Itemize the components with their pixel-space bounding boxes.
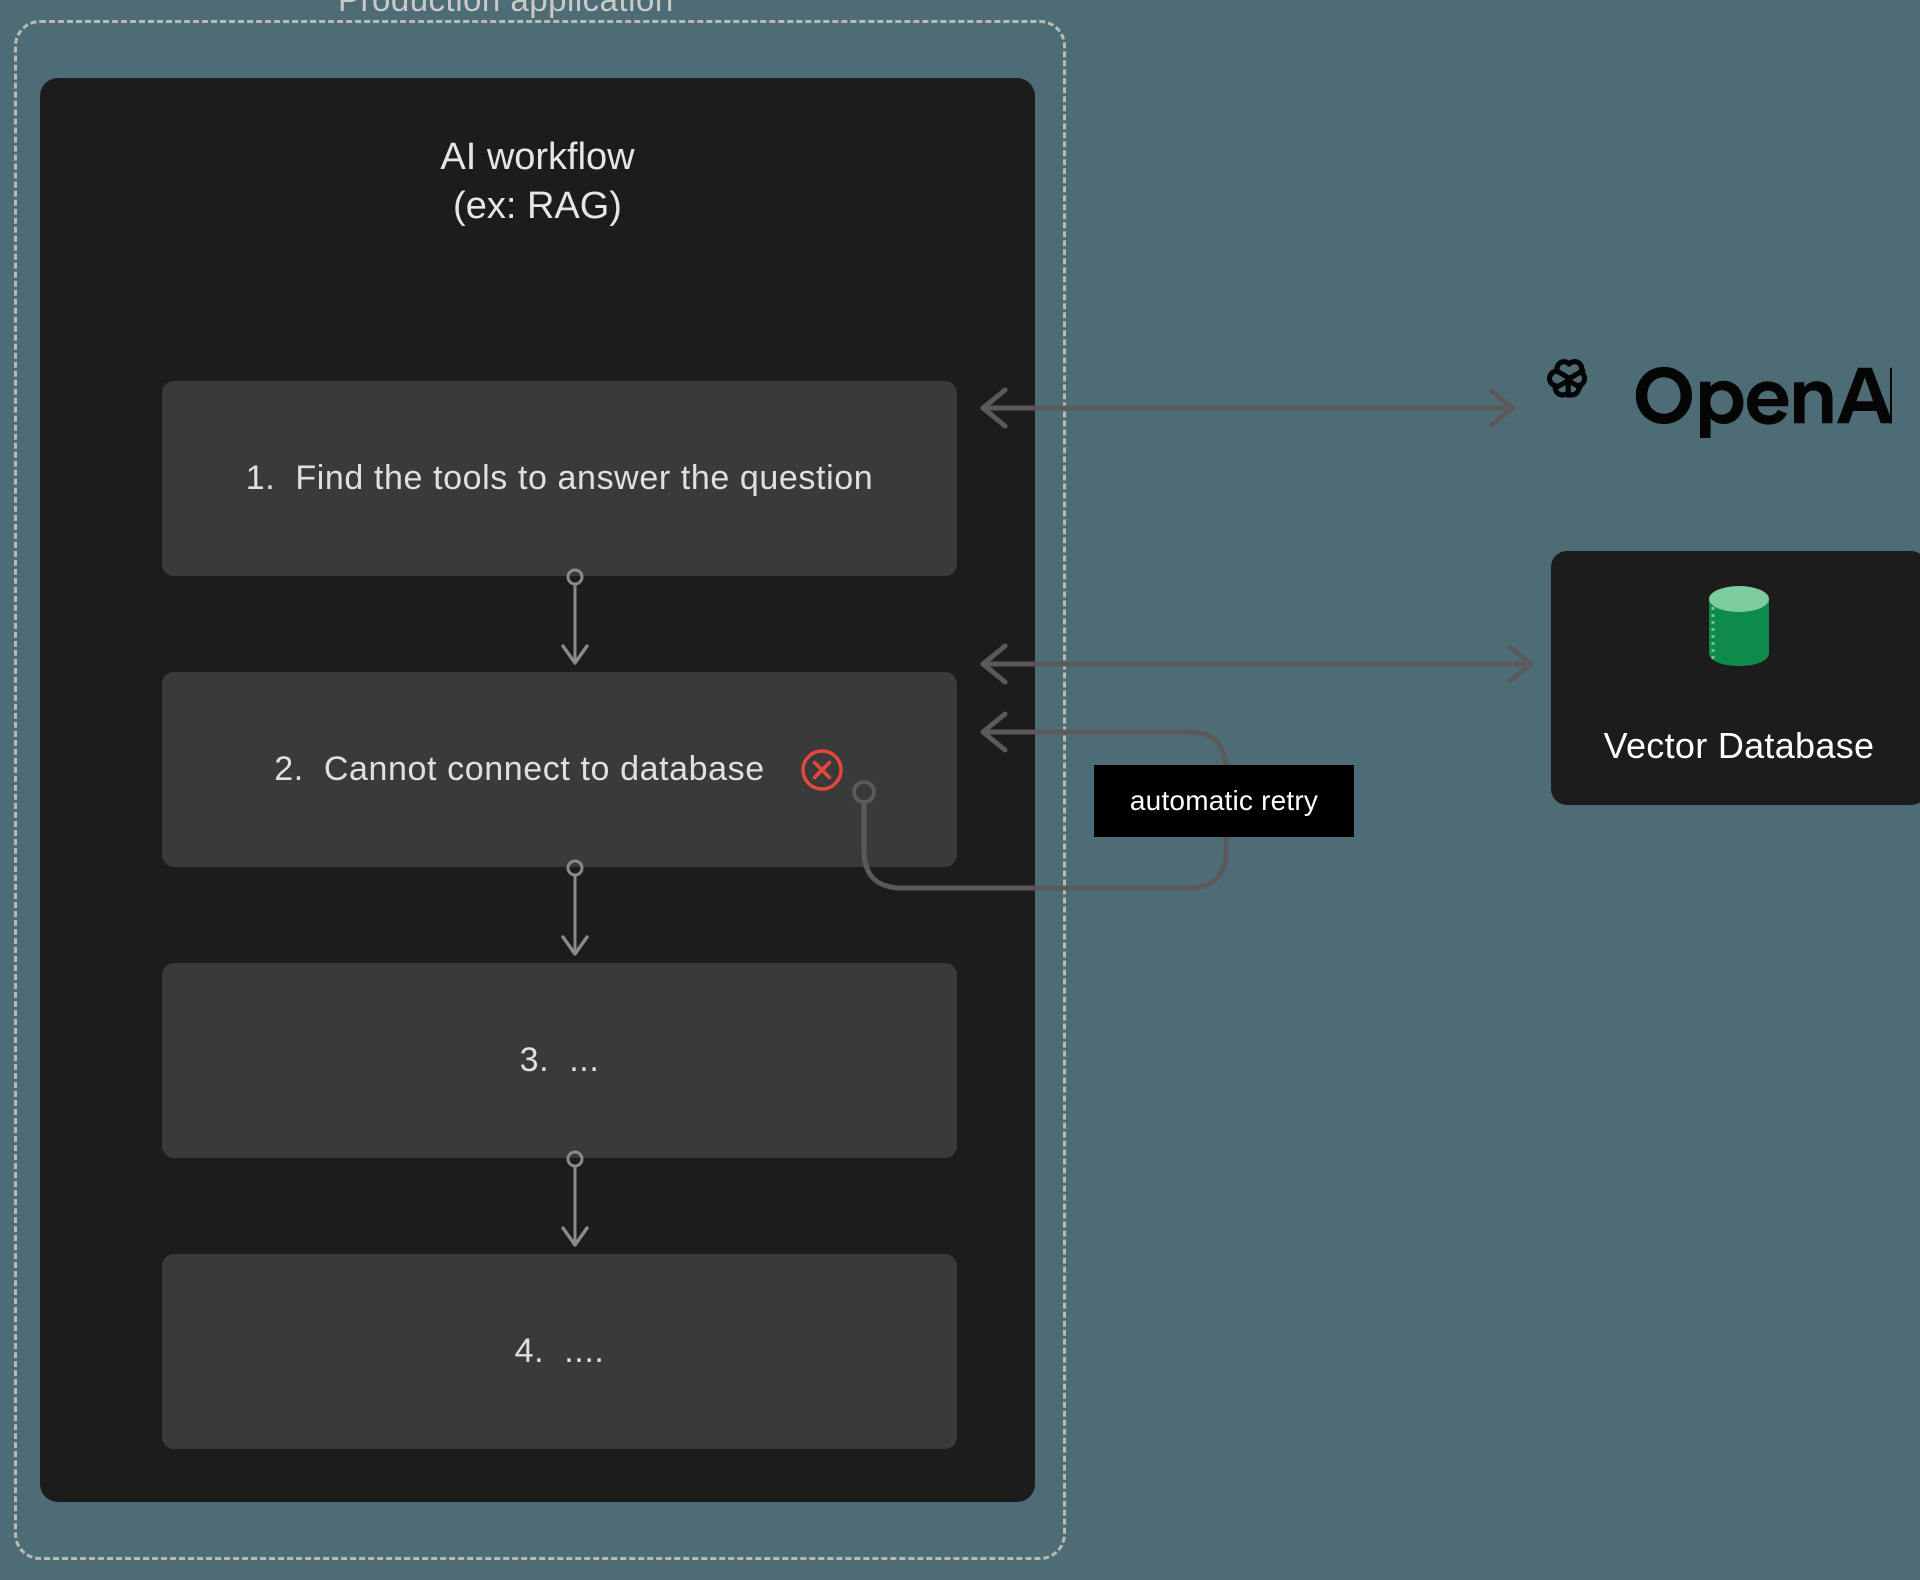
vector-database-label: Vector Database <box>1603 725 1875 766</box>
connector-step3-step4 <box>561 1150 589 1247</box>
workflow-step-2-label: 2. Cannot connect to database <box>274 750 765 788</box>
openai-logo-icon <box>1547 359 1902 438</box>
workflow-step-2[interactable]: 2. Cannot connect to database <box>162 672 957 867</box>
workflow-step-4[interactable]: 4. .... <box>162 1254 957 1449</box>
workflow-step-3-label: 3. ... <box>519 1041 600 1079</box>
ai-workflow-panel: AI workflow (ex: RAG) 1. Find the tools … <box>40 78 1035 1502</box>
openai-service-node[interactable] <box>1540 352 1902 438</box>
production-application-label: Production application <box>320 0 692 16</box>
workflow-step-4-label: 4. .... <box>514 1332 605 1370</box>
connector-step1-step2 <box>561 568 589 665</box>
database-cylinder-icon <box>1709 586 1769 666</box>
workflow-step-1[interactable]: 1. Find the tools to answer the question <box>162 381 957 576</box>
vector-database-node[interactable]: Vector Database <box>1551 551 1920 805</box>
automatic-retry-label: automatic retry <box>1129 785 1319 816</box>
automatic-retry-badge: automatic retry <box>1094 765 1354 837</box>
ai-workflow-title: AI workflow (ex: RAG) <box>440 136 635 227</box>
workflow-step-3[interactable]: 3. ... <box>162 963 957 1158</box>
workflow-step-1-label: 1. Find the tools to answer the question <box>245 459 874 497</box>
error-circle-x-icon <box>801 748 843 791</box>
connector-step2-step3 <box>561 859 589 956</box>
